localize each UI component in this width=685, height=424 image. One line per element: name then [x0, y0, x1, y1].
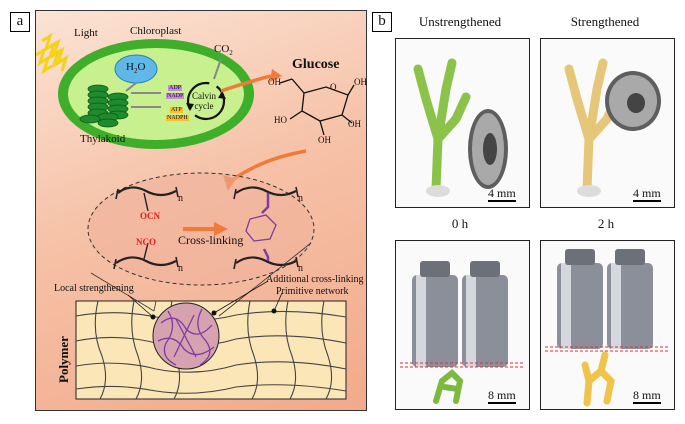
photo-0h: 8 mm — [395, 240, 530, 410]
oh-label-3: OH — [318, 135, 331, 145]
local-strengthening-circle — [152, 302, 220, 370]
scale-bar-4 — [633, 402, 661, 404]
unstrengthened-plant-image — [396, 39, 529, 207]
chloroplast-label: Chloroplast — [130, 25, 182, 37]
unstrengthened-caption: Unstrengthened — [418, 14, 502, 29]
nadp-label: NADP — [166, 93, 185, 99]
scale-bar-3 — [488, 402, 516, 404]
network-lines — [75, 300, 347, 400]
atp-label: ATP — [170, 107, 183, 113]
thylakoid-label: Thylakoid — [80, 133, 126, 145]
weights-0h-image — [396, 241, 529, 409]
panel-a: Light Chloroplast H2O CO2 ADP NADP ATP N… — [35, 10, 367, 411]
ocn-label: OCN — [140, 211, 160, 221]
photo-strengthened: 4 mm — [540, 38, 675, 208]
time-0h-caption: 0 h — [451, 216, 469, 231]
purple-crosslink — [245, 193, 277, 261]
thylakoid-stacks-icon — [79, 84, 129, 128]
weights-2h-image — [541, 241, 674, 409]
crosslinking-label: Cross-linking — [178, 233, 244, 247]
photo-2h: 8 mm — [540, 240, 675, 410]
primitive-network-label: Primitive network — [276, 286, 349, 297]
n-label-1: n — [178, 193, 183, 204]
panel-a-label: a — [10, 12, 30, 32]
glucose-structure — [279, 78, 355, 136]
scale-bar-1 — [488, 200, 516, 202]
polymer-label: Polymer — [56, 336, 71, 383]
oh-label-5: HO — [274, 115, 287, 125]
adp-label: ADP — [168, 85, 183, 91]
panel-b-label: b — [372, 12, 392, 32]
time-2h-caption: 2 h — [597, 216, 615, 231]
calvin-label: Calvin cycle — [192, 91, 216, 111]
n-label-2: n — [298, 193, 303, 204]
glucose-label: Glucose — [292, 57, 340, 72]
nadph-label: NADPH — [166, 115, 189, 121]
nco-label: NCO — [136, 237, 156, 247]
local-strengthening-label: Local strengthening — [54, 283, 134, 294]
strengthened-plant-image — [541, 39, 674, 207]
scale-bar-2 — [633, 200, 661, 202]
n-label-4: n — [298, 263, 303, 274]
ring-o-label: O — [330, 82, 337, 92]
photo-unstrengthened: 4 mm — [395, 38, 530, 208]
oh-label-4: OH — [268, 77, 281, 87]
oh-label-1: OH — [354, 77, 367, 87]
scale-label-4: 8 mm — [633, 388, 661, 402]
light-rays-icon — [36, 32, 69, 75]
scale-label-3: 8 mm — [488, 388, 516, 402]
co2-label: CO2 — [214, 43, 233, 58]
n-label-3: n — [178, 263, 183, 274]
calvin-cycle-icon — [186, 81, 226, 121]
strengthened-caption: Strengthened — [570, 14, 640, 29]
scale-label-1: 4 mm — [488, 186, 516, 200]
panel-a-graphics — [36, 32, 355, 400]
h2o-label: H2O — [126, 61, 146, 76]
additional-crosslinking-label: Additional cross-linking — [266, 274, 364, 285]
scale-label-2: 4 mm — [633, 186, 661, 200]
light-label: Light — [74, 27, 98, 39]
oh-label-2: OH — [348, 119, 361, 129]
